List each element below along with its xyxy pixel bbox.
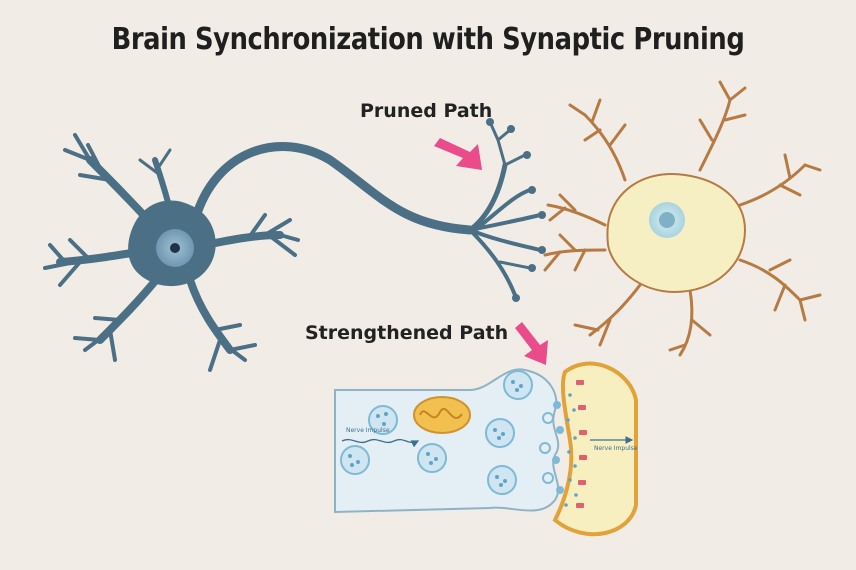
strengthened-path-label: Strengthened Path	[305, 322, 509, 344]
synapse-closeup: Nerve Impulse Nerve Impulse	[334, 361, 638, 537]
strengthened-path-arrow	[515, 322, 548, 365]
mitochondrion	[413, 396, 471, 434]
postsynaptic-soma	[606, 173, 747, 294]
nerve-impulse-label-left: Nerve Impulse	[346, 427, 390, 434]
axon-terminal-knobs	[486, 118, 546, 302]
postsynaptic-neuron	[543, 80, 822, 357]
presynaptic-soma	[128, 200, 216, 287]
synaptic-vesicles	[340, 370, 533, 495]
pruned-path-label: Pruned Path	[360, 100, 493, 122]
diagram-title: Brain Synchronization with Synaptic Prun…	[111, 22, 745, 57]
pruned-path-arrow	[434, 138, 482, 170]
nerve-impulse-label-right: Nerve Impulse	[594, 445, 638, 452]
